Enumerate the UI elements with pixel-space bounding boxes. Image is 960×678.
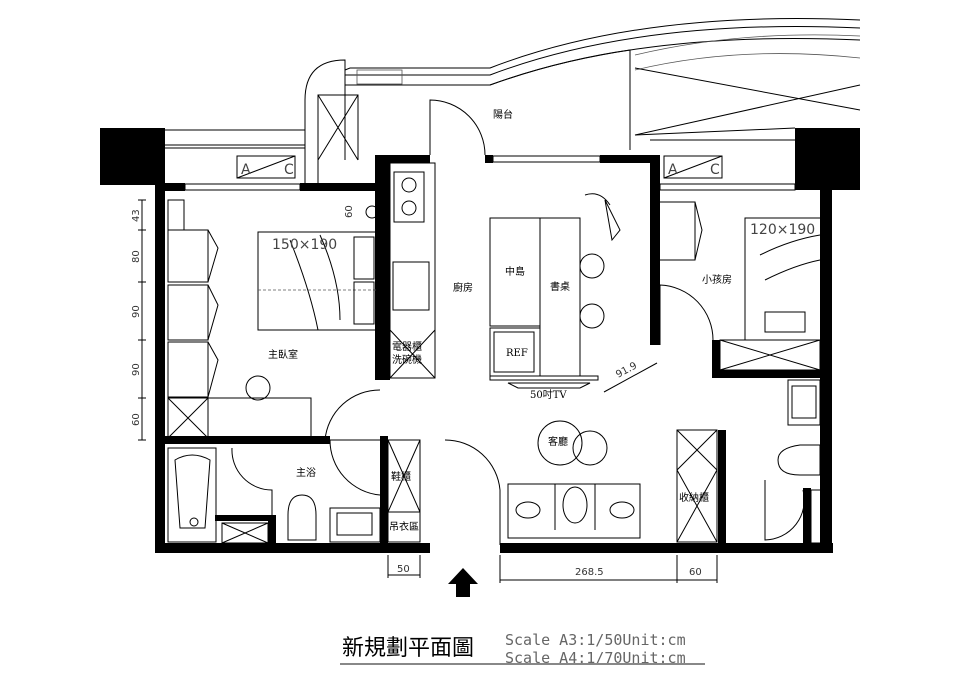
scale-line-a3: Scale A3:1/50Unit:cm [505,631,686,649]
second-bath [777,379,822,544]
svg-text:90: 90 [131,305,142,318]
island: 中島 書桌 REF 50吋TV [489,193,621,401]
kitchen-label: 廚房 [453,281,473,294]
ac-label-c: C [710,162,720,178]
windows [184,155,796,191]
walls [155,155,833,553]
balcony-label: 陽台 [493,108,513,121]
svg-text:80: 80 [131,250,142,263]
kitchen-counter: 電器櫃 洗碗機 [365,162,436,379]
drawing-title: 新規劃平面圖 [342,636,474,661]
dishwasher-label: 洗碗機 [392,353,422,366]
scale-line-a4: Scale A4:1/70Unit:cm [505,649,686,667]
master-bedroom-label: 主臥室 [268,348,298,361]
left-dimension-chain: 43 80 90 90 60 [131,199,146,441]
doors [231,99,805,545]
svg-text:60: 60 [344,205,355,218]
desk-label: 書桌 [550,280,570,293]
svg-text:43: 43 [131,209,142,222]
living-room-label: 客廳 [548,435,568,448]
master-bath: 主浴 [167,447,381,544]
title-block: 新規劃平面圖 Scale A3:1/50Unit:cm Scale A4:1/7… [340,631,705,667]
svg-text:60: 60 [131,413,142,426]
svg-text:50: 50 [397,564,410,575]
svg-text:91.9: 91.9 [614,360,639,380]
svg-text:90: 90 [131,363,142,376]
master-bath-label: 主浴 [296,467,316,479]
svg-text:268.5: 268.5 [575,567,604,578]
appliance-cabinet-label: 電器櫃 [392,340,422,353]
kids-bed-size: 120×190 [750,222,815,238]
ac-label-c: C [284,162,294,178]
ac-unit-left: A C [236,155,296,179]
hanging-area-label: 吊衣區 [389,520,419,533]
diagonal-dimension: 91.9 [603,360,658,393]
kids-room-label: 小孩房 [702,273,732,286]
shoe-cabinet-label: 鞋櫃 [391,470,411,483]
ac-label-a: A [668,162,678,178]
kids-room: 120×190 小孩房 [654,201,824,371]
ac-unit-right: A C [663,155,723,179]
fridge-label: REF [506,348,528,359]
left-balcony [100,59,390,191]
shoe-cabinet: 鞋櫃 吊衣區 [387,439,421,543]
tv-label: 50吋TV [530,389,567,401]
living-room: 客廳 收納櫃 [507,420,718,543]
master-bed-size: 150×190 [272,237,337,253]
master-bedroom: 150×190 主臥室 60 [167,199,379,439]
storage-cabinet-label: 收納櫃 [679,491,709,504]
ac-label-a: A [241,162,251,178]
svg-text:60: 60 [689,567,702,578]
balcony-railing [344,18,861,150]
island-label: 中島 [505,265,525,278]
entrance-arrow-icon [448,568,478,597]
bottom-dimensions: 50 268.5 60 [387,555,718,583]
